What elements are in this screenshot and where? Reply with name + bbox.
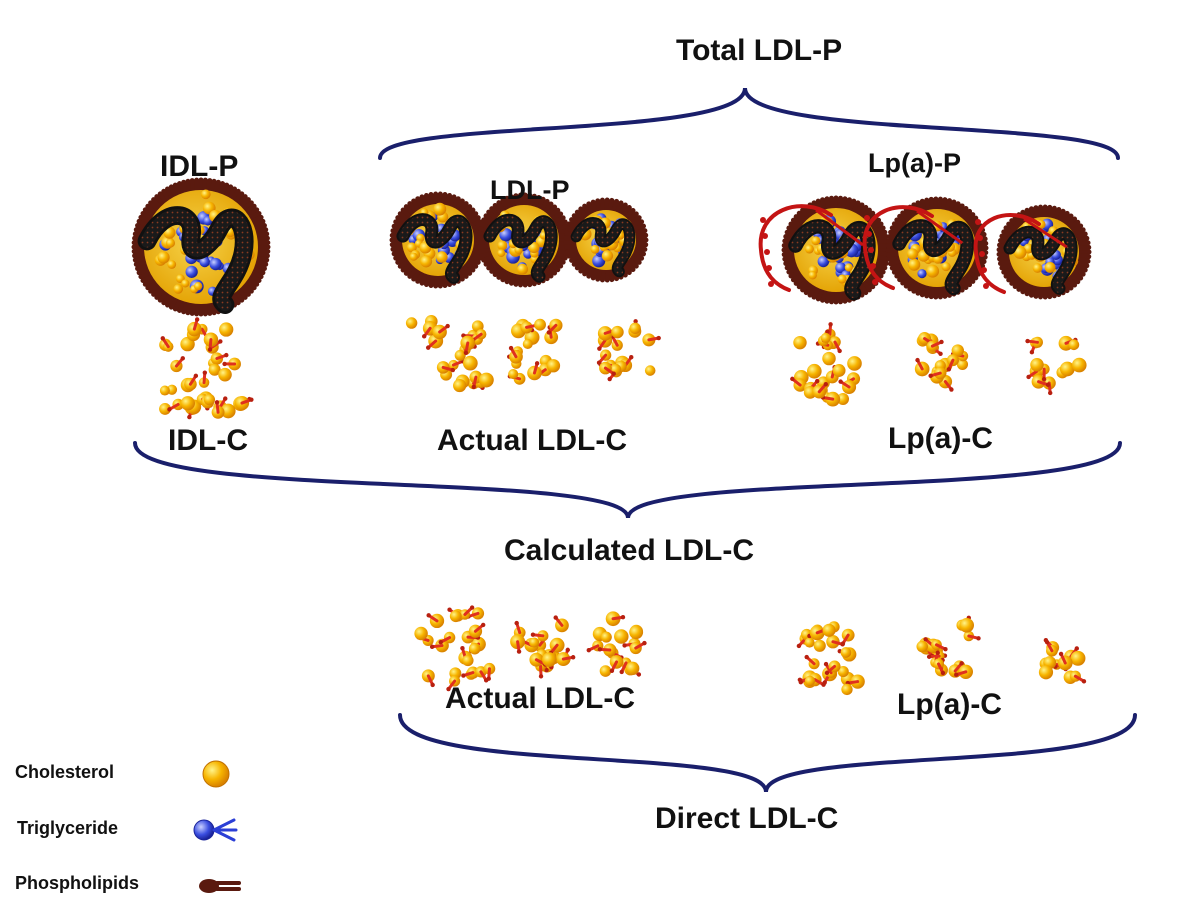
cluster-direct-lpa-c-2 [916,615,981,679]
particle-lpa-2 [862,196,989,300]
cluster-lpa-c-1 [790,322,862,407]
particle-ldl-3 [563,197,649,283]
cluster-direct-ldl-c-2 [510,615,576,679]
label-calculated-ldl-c: Calculated LDL-C [504,534,755,567]
label-ldl-p: LDL-P [490,175,570,205]
label-actual-ldl-c-top: Actual LDL-C [437,424,627,457]
label-idl-c: IDL-C [168,424,248,457]
particle-ldl-1 [389,191,487,289]
brace-total-ldl-p [378,87,1120,160]
cluster-direct-lpa-c-1 [796,621,865,696]
triglyceride-icon [193,818,238,842]
cholesterol-sphere-icon [202,760,230,788]
brace-direct-ldl-c [398,713,1137,793]
label-total-ldl-p: Total LDL-P [676,34,843,67]
particle-idl [131,177,271,317]
label-lpa-c-bottom: Lp(a)-C [897,688,1002,721]
label-direct-ldl-c: Direct LDL-C [655,802,839,835]
cluster-ldl-c-3 [596,319,661,382]
cluster-lpa-c-2 [914,332,969,392]
label-lpa-p: Lp(a)-P [868,148,961,178]
particle-lpa-1 [758,195,891,305]
phospholipid-icon [199,879,241,893]
label-idl-p: IDL-P [160,150,239,183]
brace-calculated-ldl-c [133,441,1122,519]
legend-phospholipids-label: Phospholipids [15,873,139,893]
cluster-lpa-c-3 [1025,335,1087,396]
cluster-direct-ldl-c-3 [586,611,647,677]
cluster-direct-lpa-c-3 [1038,638,1087,684]
label-lpa-c-top: Lp(a)-C [888,422,993,455]
particle-lpa-3 [973,204,1092,300]
cluster-idl-c [159,317,254,420]
cluster-ldl-c-2 [507,318,563,385]
legend-triglyceride-label: Triglyceride [17,818,119,838]
label-actual-ldl-c-bottom: Actual LDL-C [445,682,635,715]
legend-cholesterol-label: Cholesterol [15,762,115,782]
particle-ldl-2 [476,192,572,288]
cluster-direct-ldl-c-1 [414,605,496,692]
cluster-ldl-c-1 [405,315,494,393]
